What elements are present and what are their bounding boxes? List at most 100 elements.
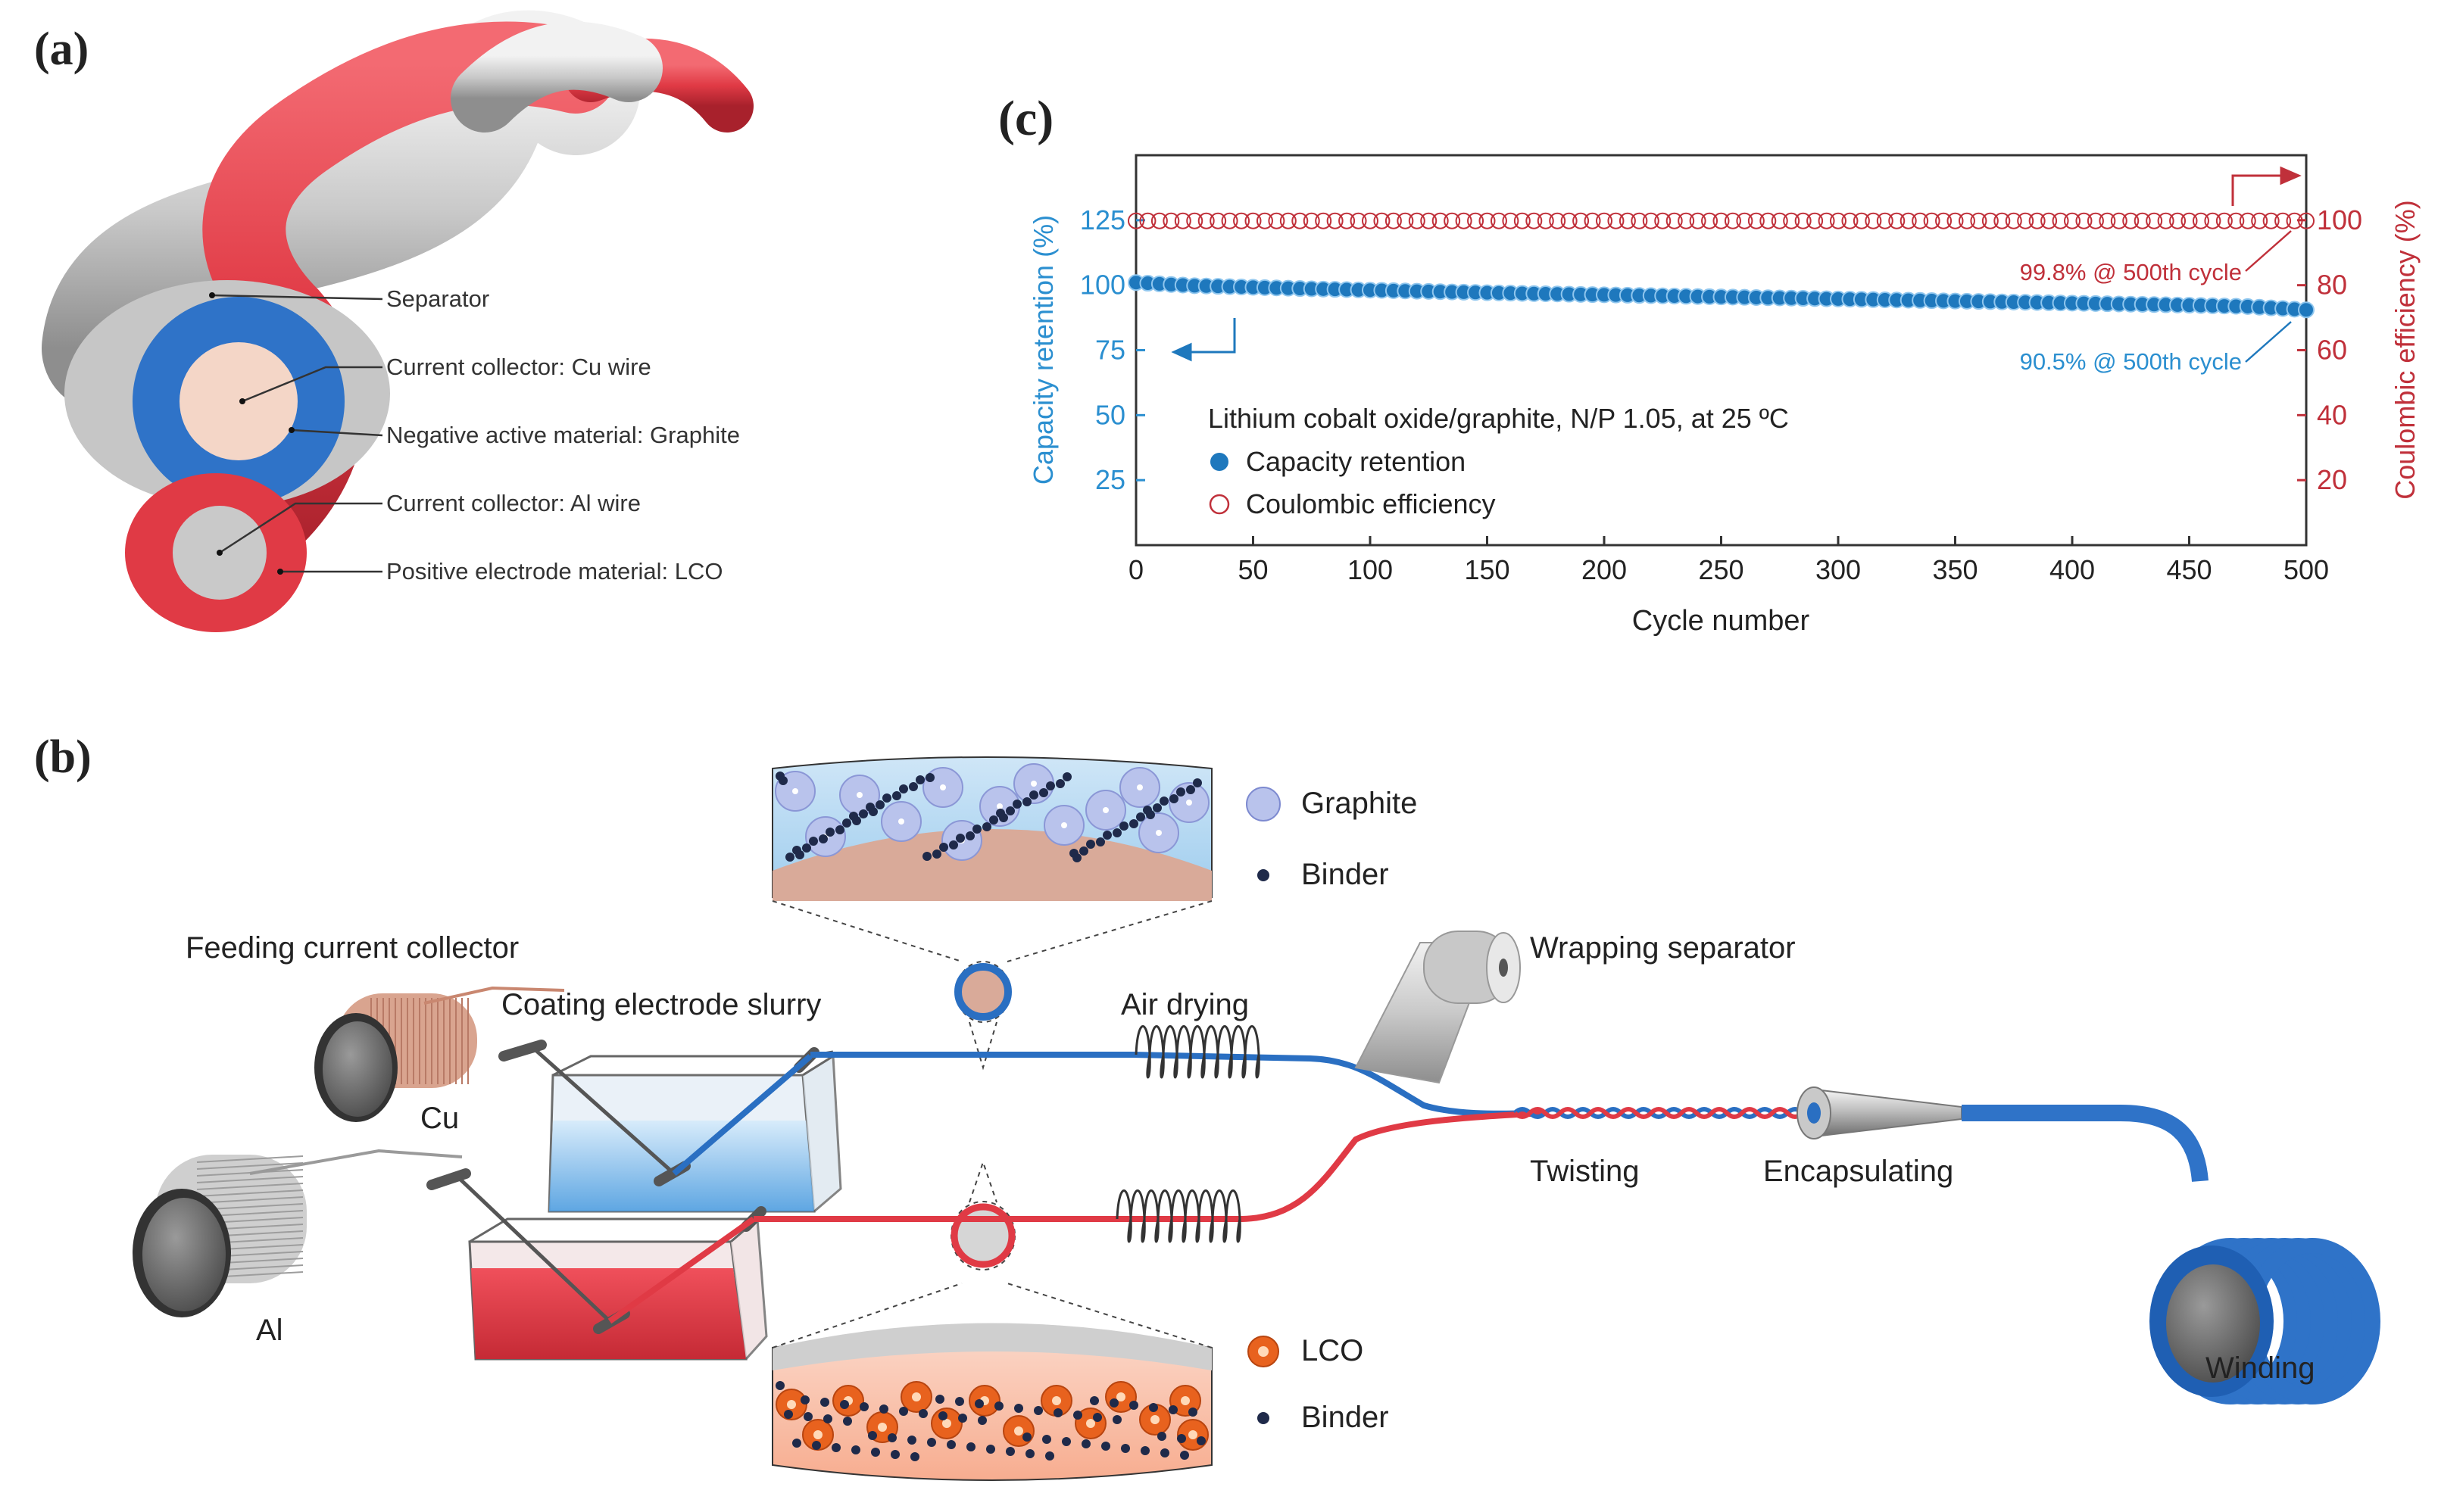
binder-particle bbox=[776, 1381, 785, 1390]
binder-particle bbox=[1121, 1444, 1130, 1453]
ce-point bbox=[2298, 212, 2315, 229]
lco-particle-center bbox=[878, 1423, 887, 1432]
ce-point bbox=[2227, 212, 2245, 229]
x-axis-label: Cycle number bbox=[1632, 605, 1810, 637]
ce-point bbox=[1350, 212, 1367, 229]
binder-particle bbox=[1062, 1437, 1071, 1446]
legend-capacity-retention: Capacity retention bbox=[1246, 446, 1466, 477]
graphite-particle-center bbox=[1186, 800, 1192, 806]
ce-point bbox=[1724, 212, 1741, 229]
binder-particle bbox=[1101, 1442, 1110, 1451]
binder-particle bbox=[804, 1412, 813, 1421]
ce-point bbox=[2192, 212, 2209, 229]
ce-point bbox=[1619, 212, 1636, 229]
label-encapsulating: Encapsulating bbox=[1763, 1155, 1953, 1188]
binder-particle bbox=[1072, 853, 1082, 862]
capacity-point bbox=[2298, 301, 2315, 319]
ce-point bbox=[1397, 212, 1414, 229]
cu-feed-wire bbox=[423, 986, 565, 1005]
binder-particle bbox=[1013, 800, 1022, 809]
ce-point bbox=[1139, 212, 1157, 229]
ce-point bbox=[1338, 212, 1356, 229]
binder-particle bbox=[1014, 1404, 1023, 1413]
binder-particle bbox=[888, 1433, 897, 1442]
ce-point bbox=[1771, 212, 1788, 229]
ce-point bbox=[2274, 212, 2292, 229]
ce-point bbox=[1210, 212, 1227, 229]
ce-point bbox=[1876, 212, 1893, 229]
legend-lco-marker-center bbox=[1258, 1346, 1269, 1357]
legend-graphite-marker bbox=[1246, 787, 1281, 821]
ce-point bbox=[1865, 212, 1882, 229]
leader-separator bbox=[211, 294, 383, 301]
ce-point bbox=[2087, 212, 2104, 229]
binder-particle bbox=[899, 1407, 908, 1416]
lco-particle-center bbox=[1052, 1396, 1061, 1405]
ce-point bbox=[2017, 212, 2034, 229]
binder-particle bbox=[1180, 1451, 1189, 1460]
binder-particle bbox=[1197, 1436, 1206, 1445]
separator-tail bbox=[451, 21, 663, 132]
binder-particles-bottom bbox=[776, 1381, 1206, 1461]
ce-point bbox=[1923, 212, 1940, 229]
panel-a-leader-dots bbox=[209, 292, 295, 575]
binder-particle bbox=[842, 818, 851, 828]
graphite-magnified-view bbox=[772, 756, 1213, 1071]
lco-particle-center bbox=[787, 1400, 796, 1409]
graphite-particle-center bbox=[940, 784, 946, 790]
ce-point bbox=[2239, 212, 2256, 229]
label-feeding: Feeding current collector bbox=[186, 931, 519, 965]
zoom-tail-top bbox=[969, 1021, 997, 1071]
twisted-fiber bbox=[1512, 1107, 1820, 1119]
ce-point bbox=[2110, 212, 2127, 229]
binder-particle bbox=[1169, 794, 1178, 803]
ce-point bbox=[1970, 212, 1987, 229]
ce-point bbox=[1502, 212, 1519, 229]
binder-particles-top bbox=[776, 772, 1202, 862]
ce-point bbox=[2099, 212, 2116, 229]
ce-point bbox=[1373, 212, 1391, 229]
legend-coulombic-efficiency: Coulombic efficiency bbox=[1246, 488, 1495, 519]
ce-point bbox=[1736, 212, 1753, 229]
binder-particle bbox=[1146, 810, 1155, 819]
arrow-head bbox=[2280, 166, 2302, 185]
binder-particle bbox=[956, 834, 965, 843]
leader-dot bbox=[277, 569, 283, 575]
lco-particle-center bbox=[813, 1430, 823, 1439]
al-winding bbox=[196, 1176, 304, 1183]
ce-point bbox=[2157, 212, 2174, 229]
cu-wire-core bbox=[179, 342, 298, 460]
binder-particle bbox=[891, 1450, 900, 1459]
ce-point bbox=[1958, 212, 1975, 229]
negative-fiber-cross-section bbox=[954, 963, 1012, 1021]
ce-point bbox=[1525, 212, 1543, 229]
negative-slurry-tank bbox=[548, 1054, 842, 1213]
ce-point bbox=[1665, 212, 1683, 229]
right-y-tick-label: 20 bbox=[2317, 464, 2347, 495]
right-axis-arrow bbox=[2231, 166, 2302, 206]
ce-point bbox=[2122, 212, 2140, 229]
x-tick-label: 0 bbox=[1128, 554, 1144, 585]
binder-particle bbox=[1034, 1406, 1043, 1415]
ce-point bbox=[1537, 212, 1554, 229]
binder-particle bbox=[1113, 1415, 1122, 1424]
binder-particle bbox=[926, 773, 935, 782]
ce-point bbox=[1783, 212, 1800, 229]
separator-roll bbox=[1354, 931, 1521, 1084]
binder-particle bbox=[1110, 1398, 1119, 1408]
lco-particle-center bbox=[1150, 1415, 1160, 1424]
binder-particle bbox=[938, 1411, 947, 1420]
x-tick-label: 200 bbox=[1581, 554, 1627, 585]
ce-point bbox=[1490, 212, 1507, 229]
binder-particle bbox=[1039, 788, 1048, 797]
label-al-wire: Current collector: Al wire bbox=[386, 490, 641, 516]
cu-spool-cap bbox=[323, 1021, 392, 1117]
ce-point bbox=[1712, 212, 1730, 229]
ce-point bbox=[2251, 212, 2268, 229]
panel-b-letter: (b) bbox=[34, 731, 92, 783]
encapsulating-nozzle bbox=[1797, 1086, 1962, 1139]
label-coating: Coating electrode slurry bbox=[501, 988, 821, 1021]
